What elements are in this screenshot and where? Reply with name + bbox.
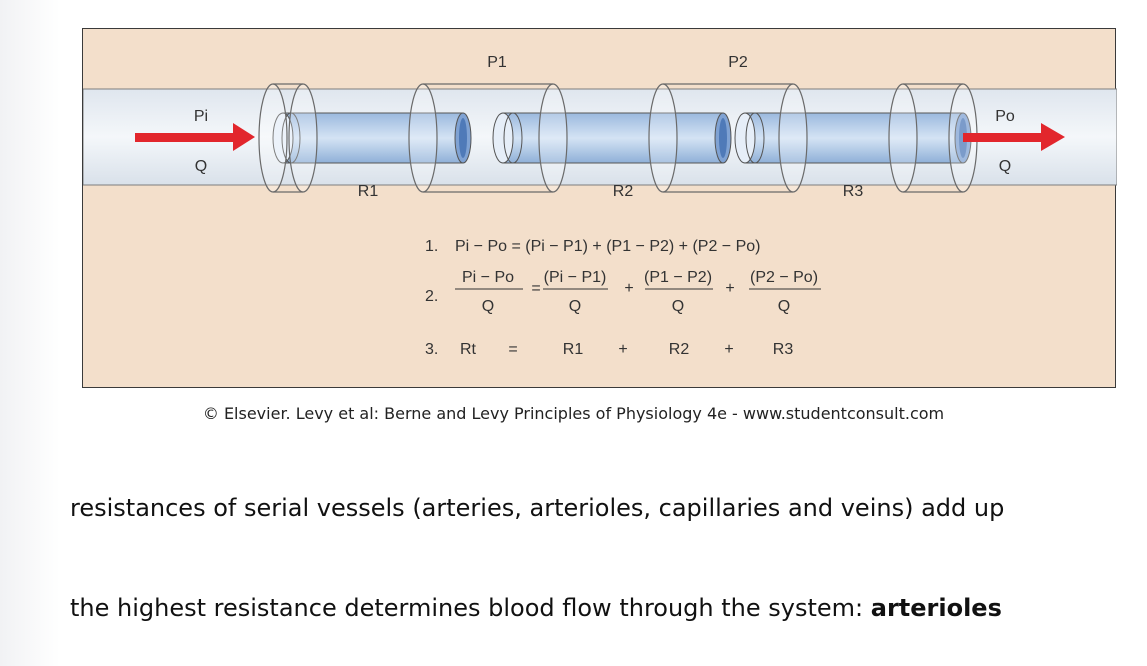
eq3-plus-1: + [618, 341, 627, 358]
bullet-serial-resistances: resistances of serial vessels (arteries,… [70, 494, 1005, 522]
connector-sleeves [258, 83, 978, 193]
eq3-plus-2: + [724, 341, 733, 358]
vessel-segment-r3 [734, 112, 972, 164]
diagram-frame: P1 P2 Pi Q Po Q R1 R2 R3 1. Pi − Po = (P… [82, 28, 1117, 388]
eq2-denominator-3: Q [672, 298, 684, 315]
eq2-op-2: + [624, 280, 633, 297]
label-p2: P2 [728, 54, 748, 71]
outflow-arrow [963, 123, 1065, 151]
figure-caption: © Elsevier. Levy et al: Berne and Levy P… [202, 404, 945, 423]
serial-resistance-diagram: P1 P2 Pi Q Po Q R1 R2 R3 1. Pi − Po = (P… [83, 54, 1117, 358]
eq3-number: 3. [425, 341, 438, 358]
eq2-number: 2. [425, 288, 438, 305]
label-p1: P1 [487, 54, 507, 71]
label-q-in: Q [195, 158, 207, 175]
label-po: Po [995, 108, 1015, 125]
bullet-2-text: the highest resistance determines blood … [70, 594, 871, 622]
eq3-r3: R3 [773, 341, 794, 358]
eq2-denominator-4: Q [778, 298, 790, 315]
eq3-equals: = [508, 341, 517, 358]
eq2-numerator-4: (P2 − Po) [750, 269, 818, 286]
eq2-numerator-3: (P1 − P2) [644, 269, 712, 286]
label-r1: R1 [358, 183, 379, 200]
label-pi: Pi [194, 108, 208, 125]
eq2-numerator-2: (Pi − P1) [544, 269, 607, 286]
eq3-r2: R2 [669, 341, 690, 358]
eq1-number: 1. [425, 238, 438, 255]
eq2-op-3: + [725, 280, 734, 297]
bullet-2-bold: arterioles [870, 594, 1002, 622]
vessel-segment-r1 [272, 112, 472, 164]
bullet-highest-resistance: the highest resistance determines blood … [70, 594, 1002, 622]
label-r3: R3 [843, 183, 864, 200]
eq2-numerator-1: Pi − Po [462, 269, 514, 286]
inflow-arrow [135, 123, 255, 151]
label-q-out: Q [999, 158, 1011, 175]
eq2-op-1: = [531, 280, 540, 297]
eq3-rt: Rt [460, 341, 477, 358]
label-r2: R2 [613, 183, 634, 200]
eq2-denominator-2: Q [569, 298, 581, 315]
eq1: Pi − Po = (Pi − P1) + (P1 − P2) + (P2 − … [455, 238, 760, 255]
eq2-denominator-1: Q [482, 298, 494, 315]
eq3-r1: R1 [563, 341, 584, 358]
vessel-segment-r2 [492, 112, 732, 164]
